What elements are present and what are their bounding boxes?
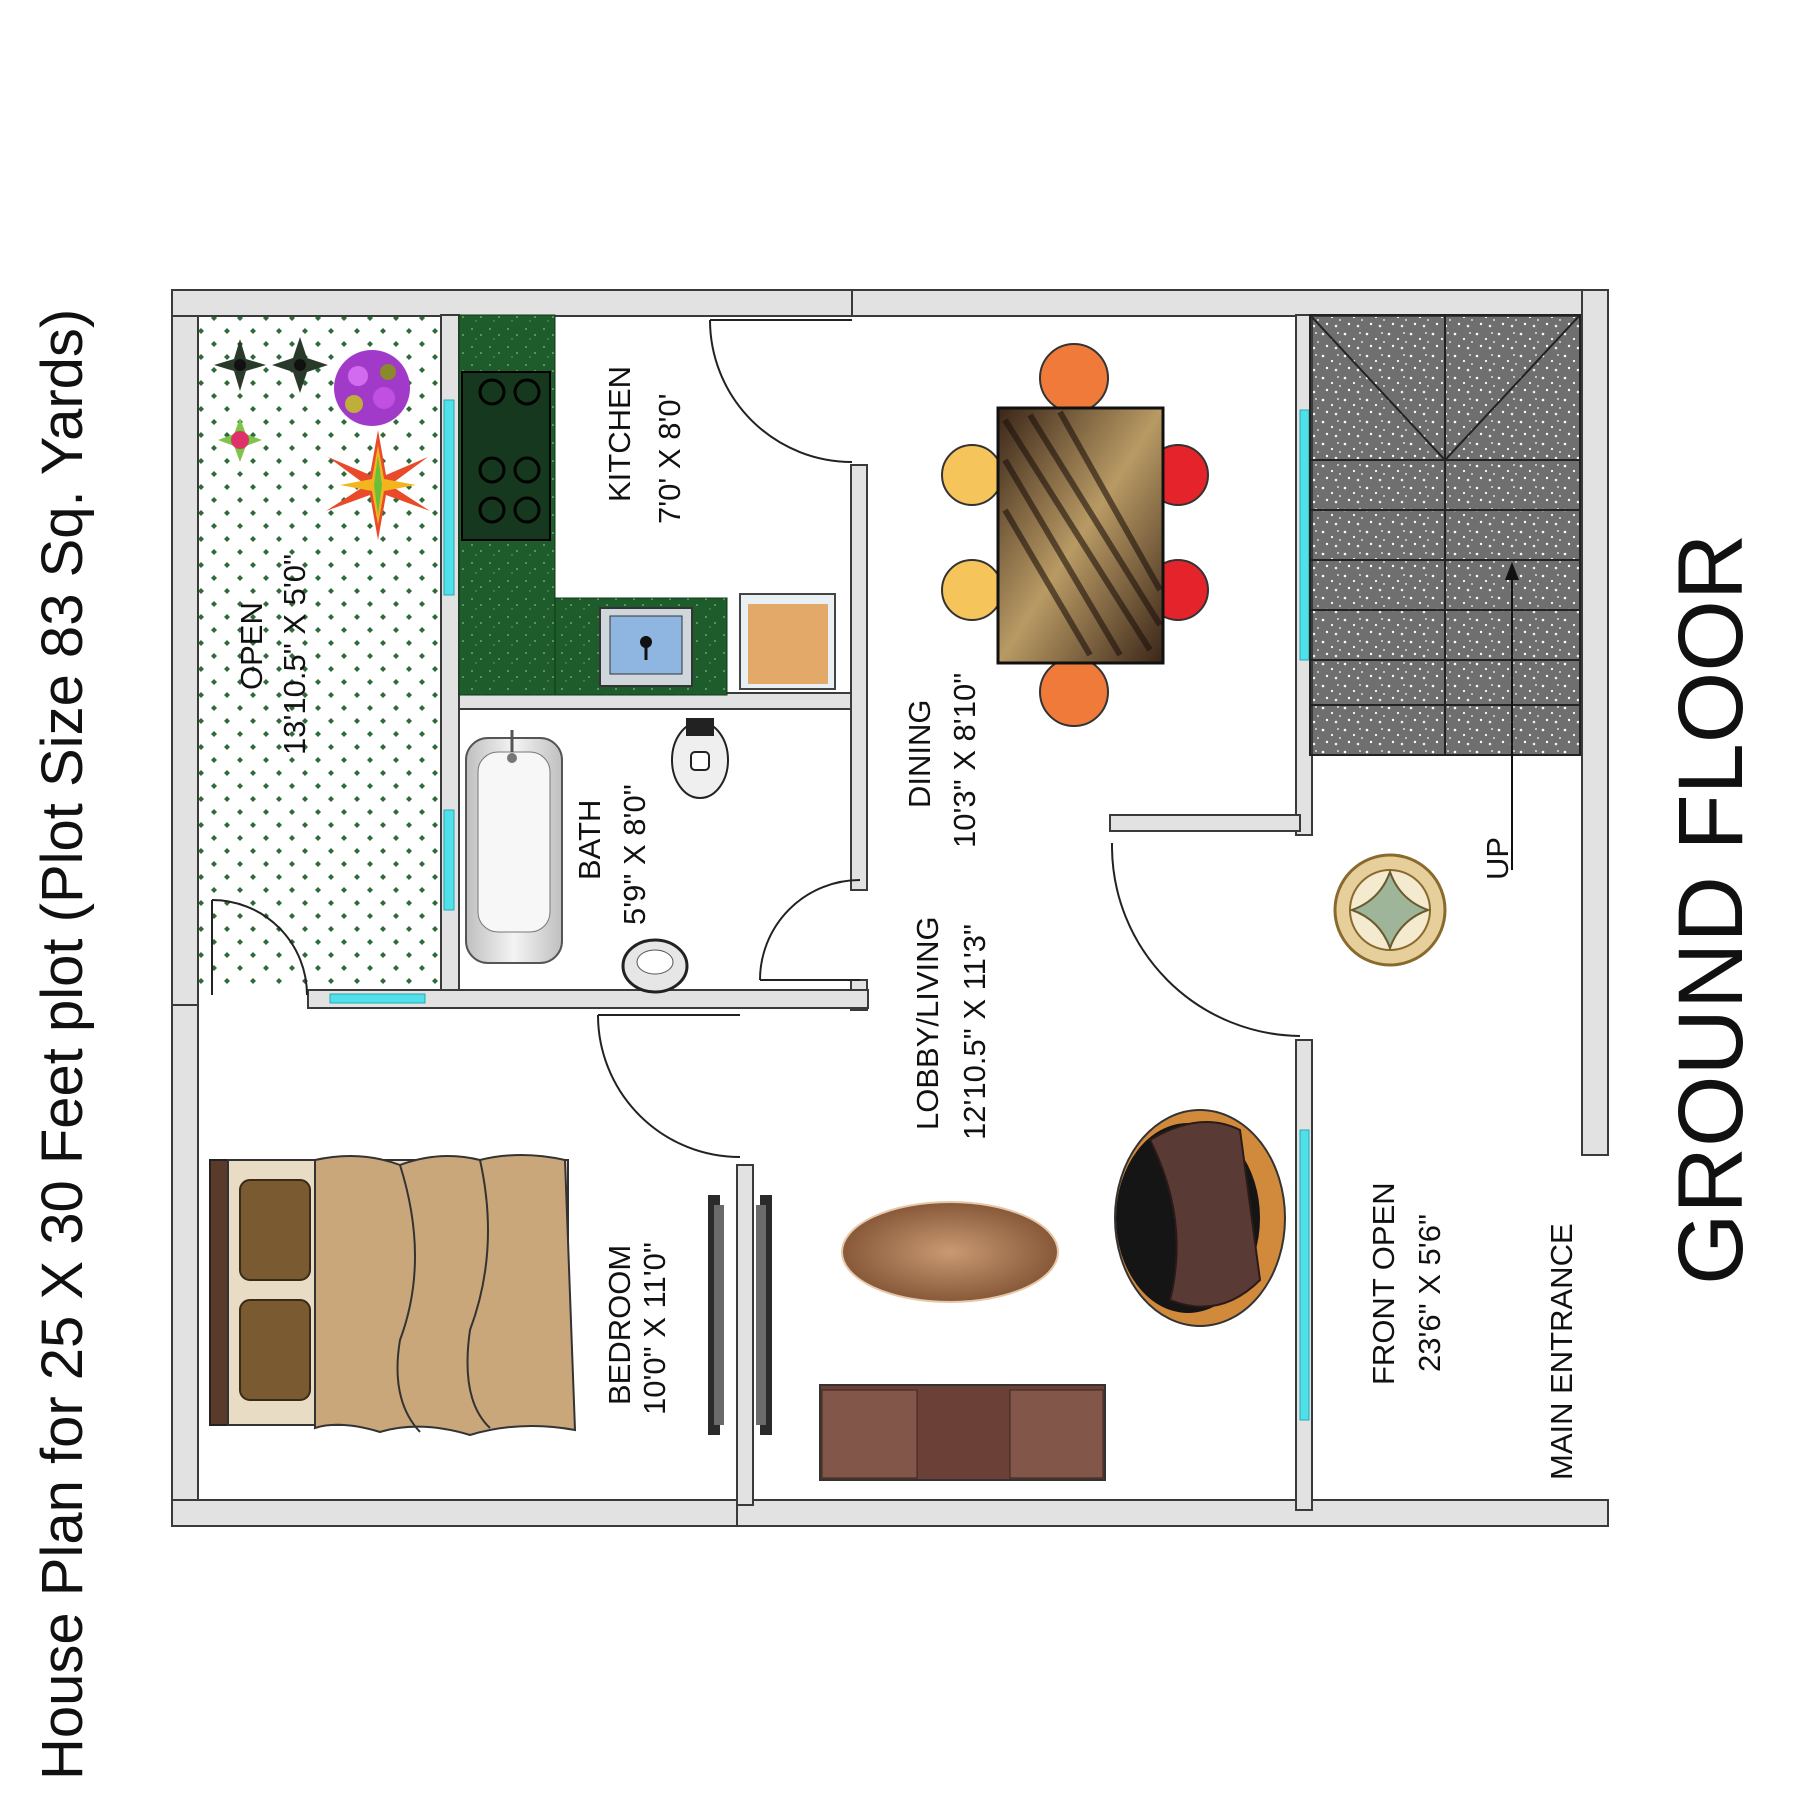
- room-name: OPEN: [234, 602, 269, 690]
- floor-medallion-icon: [1333, 853, 1447, 967]
- room-label-front-open: FRONT OPEN 23'6" X 5'6": [1366, 1182, 1447, 1385]
- bed-icon: [209, 1154, 577, 1437]
- plan-title: House Plan for 25 X 30 Feet plot (Plot S…: [30, 309, 95, 1780]
- garden-plants: [214, 337, 430, 540]
- room-label-kitchen: KITCHEN 7'0' X 8'0': [602, 366, 687, 524]
- bathtub-icon: [465, 730, 563, 964]
- room-label-dining: DINING 10'3" X 8'10": [902, 673, 982, 848]
- room-name: FRONT OPEN: [1366, 1182, 1401, 1385]
- room-size: 5'9" X 8'0": [617, 784, 652, 925]
- room-label-open: OPEN 13'10.5" X 5'0": [234, 554, 312, 755]
- sofa-icon: [819, 1384, 1106, 1481]
- room-size: 23'6" X 5'6": [1412, 1214, 1447, 1372]
- floor-label: GROUND FLOOR: [1660, 534, 1762, 1285]
- room-name: DINING: [902, 700, 937, 809]
- room-label-bath: BATH 5'9" X 8'0": [572, 784, 652, 925]
- main-entrance-label: MAIN ENTRANCE: [1544, 1223, 1579, 1480]
- room-name: BATH: [572, 800, 607, 880]
- room-size: 10'3" X 8'10": [947, 673, 982, 848]
- room-size: 12'10.5" X 11'3": [957, 924, 992, 1140]
- room-name: BEDROOM: [602, 1245, 637, 1405]
- lounge-chair-icon: [1114, 1109, 1286, 1327]
- room-size: 10'0" X 11'0": [637, 1242, 672, 1415]
- washbasin-icon: [621, 938, 689, 994]
- sink-icon: [599, 607, 693, 687]
- staircase-icon: [1309, 314, 1581, 870]
- stove-icon: [461, 371, 551, 541]
- rug-icon: [841, 1201, 1059, 1303]
- room-name: KITCHEN: [602, 366, 637, 502]
- room-size: 7'0' X 8'0': [652, 393, 687, 524]
- room-label-bedroom: BEDROOM 10'0" X 11'0": [602, 1242, 672, 1415]
- tv-unit-icon: [708, 1195, 772, 1435]
- room-size: 13'10.5" X 5'0": [277, 554, 312, 755]
- room-name: LOBBY/LIVING: [910, 916, 945, 1130]
- room-label-lobby: LOBBY/LIVING 12'10.5" X 11'3": [910, 916, 992, 1140]
- windows: [329, 399, 1310, 1421]
- stair-up-label: UP: [1480, 837, 1515, 880]
- dining-table-icon: [941, 343, 1209, 727]
- doors: [211, 319, 1301, 1158]
- toilet-icon: [671, 718, 729, 799]
- fridge-icon: [739, 593, 836, 690]
